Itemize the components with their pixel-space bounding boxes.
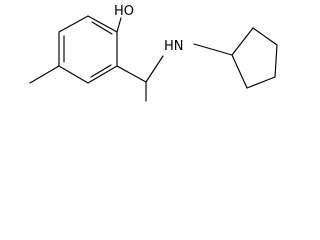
amine-label: HN [164, 39, 184, 54]
benzene-ring [58, 15, 118, 84]
bond-ring-to-ch [116, 65, 147, 83]
double-bond-inner-top [91, 21, 113, 35]
bond-ring-top-right [87, 15, 118, 33]
bond-nh-to-cyclopentyl [193, 43, 233, 56]
hydroxyl-label: HO [114, 4, 134, 19]
bond-ring-bottom-left [58, 65, 89, 84]
bond-cp-5 [231, 54, 248, 89]
bond-methyl [29, 65, 60, 84]
bond-cp-2 [252, 27, 278, 46]
bond-cp-3 [274, 44, 278, 78]
bond-ring-top-left [58, 15, 89, 33]
cyclopentane-ring [231, 27, 278, 89]
double-bond-inner-bottom [90, 64, 112, 78]
bond-ring-to-hydroxyl [116, 17, 122, 33]
chemical-structure: HO HN [29, 4, 278, 102]
bond-ch-to-nh [145, 55, 164, 83]
bond-cp-1 [231, 27, 254, 56]
structure-canvas: HO HN [0, 0, 287, 116]
bond-ring-bottom-right [87, 65, 118, 84]
bond-cp-4 [246, 76, 276, 89]
